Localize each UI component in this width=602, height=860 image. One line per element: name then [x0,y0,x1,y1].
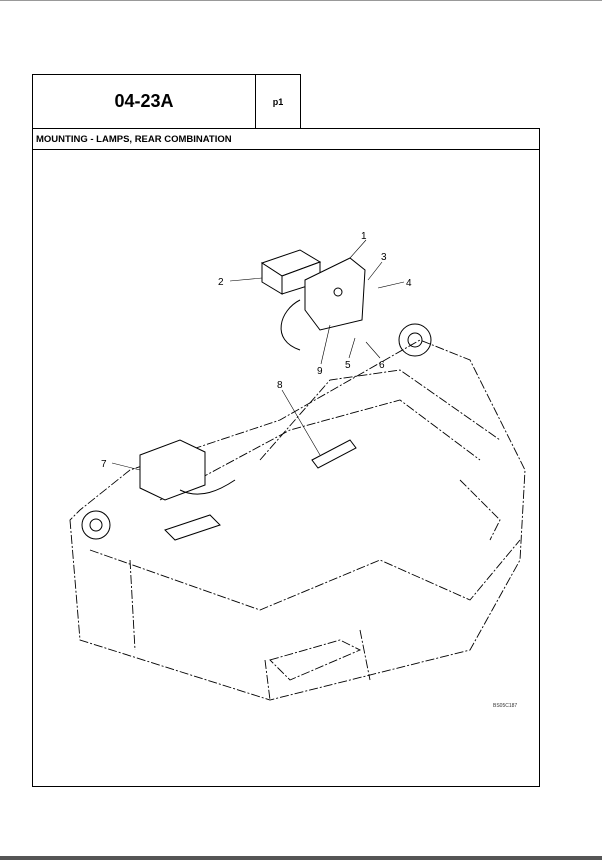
bottom-rule [0,856,602,860]
leader-lines [111,239,405,471]
callout-4: 4 [406,278,412,289]
frame-eyes [81,323,432,540]
callout-7: 7 [101,459,107,470]
callout-labels: 1 2 3 4 5 6 7 8 9 [101,231,412,470]
callout-2: 2 [218,277,224,288]
callout-1: 1 [361,231,367,242]
loader-frame [69,339,526,701]
lower-lamp-assembly [139,439,357,541]
callout-6: 6 [379,360,385,371]
top-rule [0,0,602,1]
callout-5: 5 [345,360,351,371]
upper-lamp-assembly [260,249,366,351]
callout-3: 3 [381,252,387,263]
section-code: 04-23A [32,74,256,129]
callout-8: 8 [277,380,283,391]
section-code-text: 04-23A [114,91,174,111]
page-number-text: p1 [272,96,284,107]
callout-9: 9 [317,366,323,377]
drawing-reference: BS05C187 [493,703,517,709]
